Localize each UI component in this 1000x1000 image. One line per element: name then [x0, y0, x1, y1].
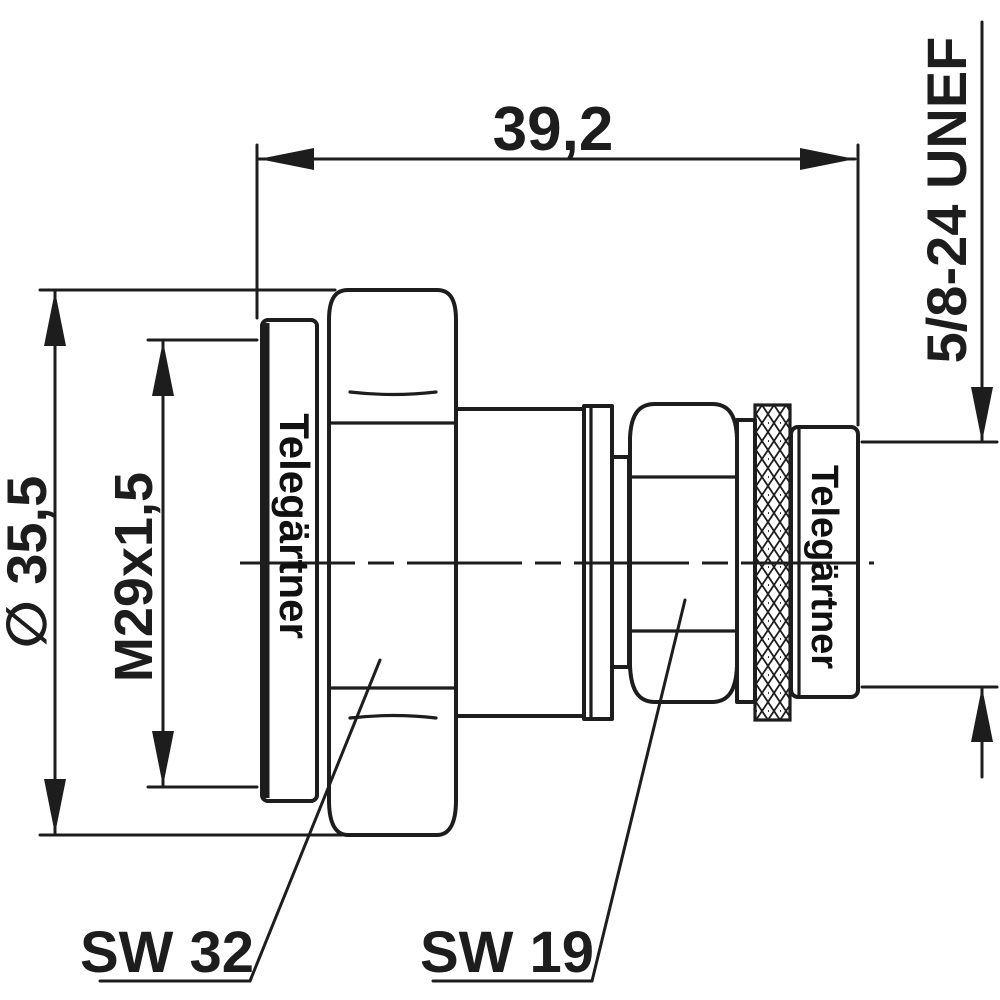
- thread-dimension: M29x1,5: [104, 338, 259, 789]
- body-diameter-label: ∅ 35,5: [0, 476, 58, 649]
- wrench-size-32-label: SW 32: [80, 920, 254, 985]
- arrow-left-icon: [259, 148, 314, 170]
- arrow-up-icon: [152, 341, 174, 396]
- coupling-thread-label: 5/8-24 UNEF: [915, 37, 978, 364]
- arrow-up-icon: [44, 291, 66, 346]
- spacer-ring: [735, 418, 757, 704]
- arrow-down-icon: [44, 779, 66, 834]
- brand-text-right: Telegärtner: [803, 465, 845, 669]
- wrench-size-19-label: SW 19: [420, 920, 594, 985]
- flange: [260, 318, 319, 803]
- overall-length-label: 39,2: [493, 95, 614, 164]
- arrow-right-icon: [800, 148, 855, 170]
- arrow-down-icon: [971, 387, 993, 442]
- arrow-down-icon: [152, 731, 174, 786]
- overall-length-dimension: 39,2: [255, 95, 860, 427]
- hex-nut-sw19: [628, 402, 739, 704]
- arrow-up-icon: [971, 687, 993, 742]
- connector-body: [240, 288, 874, 837]
- body-diameter-dimension: ∅ 35,5: [0, 288, 348, 837]
- brand-text-left: Telegärtner: [271, 413, 318, 639]
- coupling-thread-dimension: 5/8-24 UNEF: [860, 20, 999, 779]
- wrench-size-19-callout: SW 19: [420, 598, 687, 985]
- thread-label: M29x1,5: [104, 472, 164, 682]
- hex-nut-sw32: [327, 288, 458, 837]
- wrench-size-32-callout: SW 32: [80, 658, 382, 985]
